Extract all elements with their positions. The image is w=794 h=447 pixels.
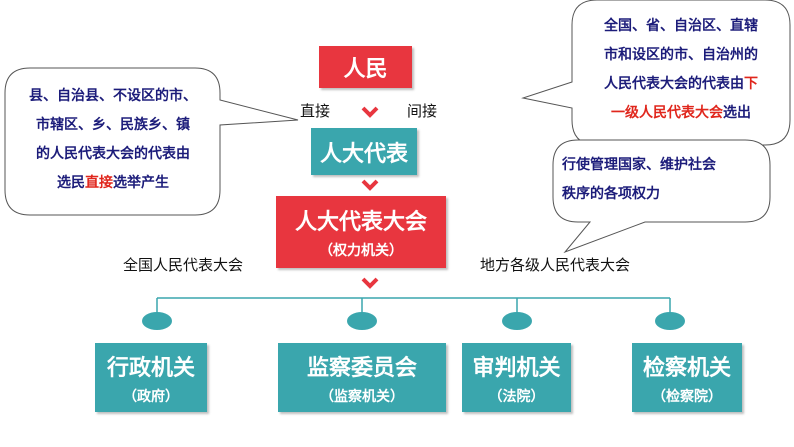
organ-name: 审判机关 bbox=[472, 355, 561, 381]
deputies-box: 人大代表 bbox=[311, 128, 417, 175]
people-label: 人民 bbox=[343, 57, 388, 82]
bubble-power-text: 行使管理国家、维护社会 秩序的各项权力 bbox=[562, 151, 716, 209]
congress-sub-label: （权力机关） bbox=[319, 243, 403, 259]
line: 的人民代表大会的代表由 bbox=[36, 146, 190, 162]
congress-label: 人大代表大会 bbox=[294, 210, 427, 235]
node-dot bbox=[502, 312, 532, 330]
text: 选出 bbox=[723, 105, 751, 121]
bubble-right-text: 全国、省、自治区、直辖 市和设区的市、自治州的 人民代表大会的代表由下 一级人民… bbox=[575, 12, 787, 128]
node-dot bbox=[347, 312, 377, 330]
organ-box-supervisory: 监察委员会 （监察机关） bbox=[278, 343, 446, 412]
organ-name: 行政机关 bbox=[106, 355, 195, 381]
indirect-label: 间接 bbox=[407, 102, 438, 120]
line: 县、自治县、不设区的市、 bbox=[29, 88, 197, 104]
chevron-down-icon bbox=[361, 106, 379, 118]
line: 市和设区的市、自治州的 bbox=[604, 47, 758, 63]
bubble-power-shape bbox=[552, 139, 771, 254]
bubble-left-text: 县、自治县、不设区的市、 市辖区、乡、民族乡、镇 的人民代表大会的代表由 选民直… bbox=[8, 82, 218, 198]
text: 人民代表大会的代表由 bbox=[604, 76, 744, 92]
chevron-down-icon bbox=[361, 179, 379, 191]
line: 行使管理国家、维护社会 bbox=[562, 157, 716, 173]
highlight: 下 bbox=[744, 76, 758, 92]
highlight: 直接 bbox=[85, 175, 113, 191]
national-congress-label: 全国人民代表大会 bbox=[123, 256, 244, 274]
tree-lines bbox=[156, 297, 671, 320]
organ-sub: （检察院） bbox=[652, 388, 722, 405]
text: 选举产生 bbox=[113, 175, 169, 191]
organ-box-procuratorate: 检察机关 （检察院） bbox=[632, 343, 742, 412]
organ-sub: （法院） bbox=[488, 388, 545, 405]
organ-sub: （政府） bbox=[123, 388, 179, 405]
line: 市辖区、乡、民族乡、镇 bbox=[36, 117, 190, 133]
node-dot bbox=[142, 312, 172, 330]
bubble-left-shape bbox=[4, 67, 299, 216]
line: 全国、省、自治区、直辖 bbox=[604, 18, 758, 34]
text: 选民 bbox=[57, 175, 85, 191]
line: 人民代表大会的代表由下 bbox=[575, 70, 787, 99]
organ-box-judicial: 审判机关 （法院） bbox=[462, 343, 571, 412]
line: 选民直接选举产生 bbox=[8, 169, 218, 198]
line: 一级人民代表大会选出 bbox=[575, 99, 787, 128]
organ-box-executive: 行政机关 （政府） bbox=[95, 343, 207, 412]
chevron-down-icon bbox=[361, 277, 379, 289]
deputies-label: 人大代表 bbox=[319, 141, 408, 167]
direct-label: 直接 bbox=[300, 102, 331, 120]
line: 秩序的各项权力 bbox=[562, 186, 660, 202]
node-dot bbox=[655, 312, 685, 330]
highlight: 一级人民代表大会 bbox=[611, 105, 723, 121]
local-congress-label: 地方各级人民代表大会 bbox=[480, 256, 631, 274]
congress-box: 人大代表大会 （权力机关） bbox=[276, 196, 446, 268]
organ-sub: （监察机关） bbox=[320, 388, 404, 405]
organ-name: 监察委员会 bbox=[306, 355, 417, 381]
organ-name: 检察机关 bbox=[642, 355, 731, 381]
people-box: 人民 bbox=[319, 46, 412, 88]
